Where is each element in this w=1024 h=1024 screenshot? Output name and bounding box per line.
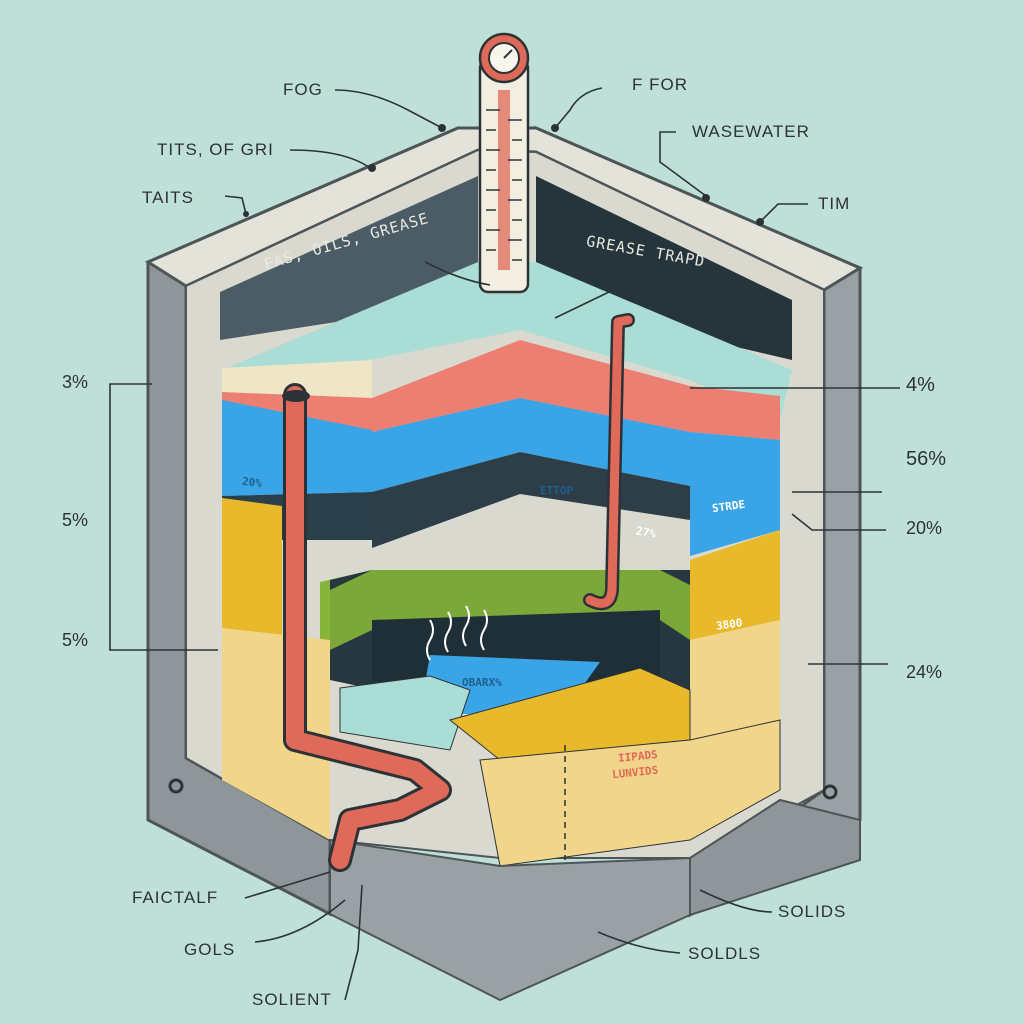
green-band-inner [330,570,690,650]
inner-water-box: OBARX% [462,676,502,689]
layer-sludge-right [690,620,780,740]
layer-water-right [690,432,780,556]
base-right [689,798,861,917]
label-wasewater: WASEWATER [692,122,810,141]
pct-right-1: 4% [906,374,935,396]
label-faictalf: FAICTALF [132,888,219,907]
leader-lines [109,87,900,1001]
pct-left-bottom: 5% [62,630,89,650]
layer-yellow-left [222,498,282,640]
pct-left-top: 3% [62,372,89,392]
yellow-step [448,667,691,761]
inlet-pipe-opening [282,390,310,402]
vapor-lines [426,605,488,661]
layer-cream [222,360,372,400]
layer-yellow-right [690,530,780,640]
inner-blue-left: 20% [241,474,263,491]
label-solids: SOLIDS [778,902,847,921]
bolt-left [168,778,184,794]
label-f-for: F FOR [632,75,688,94]
pct-left-mid: 5% [62,510,89,530]
leader-dots [243,124,764,226]
label-tits-of-gri: TITS, OF GRI [157,140,274,159]
label-fog: FOG [283,80,323,99]
label-soldls: SOLDLS [688,944,762,963]
label-taits: TAITS [142,188,194,207]
inner-blue-center: ETTOP [540,484,574,497]
label-gols: GOLS [184,940,236,959]
bolt-right [822,784,838,800]
label-tim: TIM [818,194,851,213]
water-surface [222,262,792,420]
outlet-pipe-fill [585,315,633,608]
pct-right-2: 56% [906,448,947,470]
label-solient: SOLIENT [252,990,332,1009]
inlet-pipe-fill [286,386,449,869]
pct-right-4: 24% [906,662,943,682]
layer-grease-right [690,386,780,440]
thermometer-icon [478,32,530,294]
pct-right-3: 20% [906,518,943,538]
